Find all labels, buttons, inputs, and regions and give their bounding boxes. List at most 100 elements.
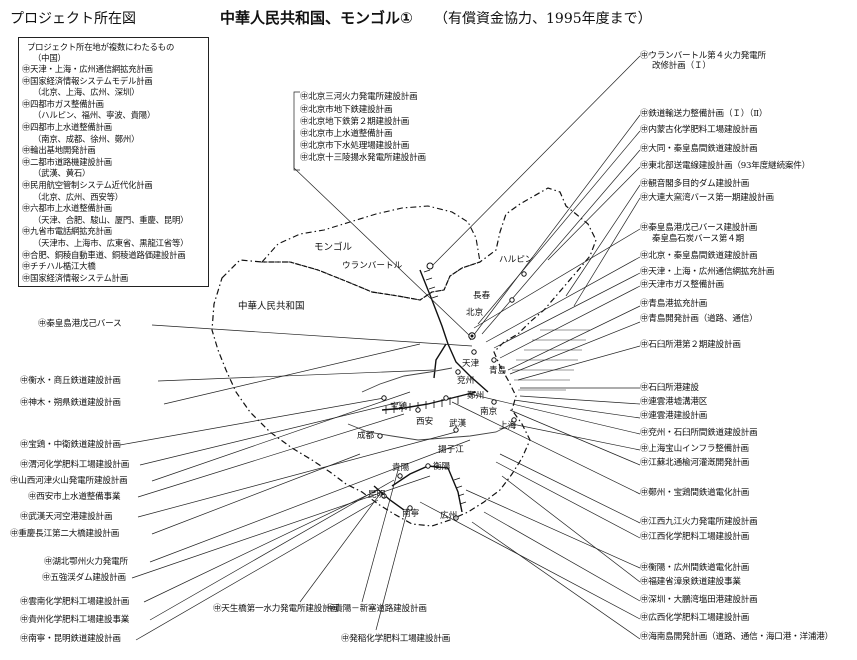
- city-baoji: 宝鶏: [390, 402, 408, 412]
- project-label-right: ㊥上海宝山インフラ整備計画: [640, 444, 749, 454]
- project-label-right: ㊥天津市ガス整備計画: [640, 280, 724, 290]
- legend-item: ㊥国家経済情報システムモデル計画: [22, 75, 153, 86]
- project-label-right: ㊥兗州・石臼所間鉄道建設計画: [640, 428, 758, 438]
- legend-item: ㊥二都市道路機建設計画: [22, 156, 112, 167]
- project-label-left: ㊥雲南化学肥料工場建設計画: [20, 597, 130, 607]
- project-label-right: ㊥連雲港墟溝港区: [640, 397, 708, 407]
- project-label-left: ㊥衡水・商丘鉄道建設計画: [20, 376, 121, 386]
- china-outline: [211, 187, 597, 527]
- project-label-right: ㊥鄭州・宝鶏間鉄道電化計画: [640, 488, 750, 498]
- project-label-right: ㊥江西化学肥料工場建設計画: [640, 532, 750, 542]
- legend-item: （ハルピン、福州、寧波、貴陽）: [33, 110, 156, 121]
- project-label-right: ㊥石臼所港建設: [640, 383, 699, 393]
- project-label-left: ㊥山西河津火山発電所建設計画: [10, 476, 128, 486]
- beijing-project-label: ㊥北京三河火力発電所建設計画: [300, 92, 418, 102]
- city-harbin: ハルピン: [499, 255, 534, 265]
- project-label-right: ㊥鉄道輸送力整備計画（Ｉ）（Ⅱ）: [640, 109, 768, 119]
- project-label-left: ㊥南寧・昆明鉄道建設計画: [20, 634, 121, 644]
- city-yanzhou: 兗州: [457, 376, 475, 386]
- project-label-right: ㊥天津・上海・広州通信網拡充計画: [640, 267, 775, 277]
- city-changchun: 長春: [473, 291, 491, 301]
- city-tianjin: 天津: [462, 359, 480, 369]
- project-label-right: ㊥東北部送電線建設計画（93年度継続案件）: [640, 161, 811, 171]
- project-label-left: ㊥五強渓ダム建設計画: [42, 573, 126, 583]
- project-label-bottom: ㊥発稲化学肥料工場建設計画: [341, 634, 451, 644]
- city-guiyang: 貴陽: [392, 463, 410, 473]
- project-label-left: ㊥湖北鄂州火力発電所: [44, 557, 128, 567]
- beijing-project-label: ㊥北京市地下鉄建設計画: [300, 105, 393, 115]
- legend-item: ㊥四都市上水道整備計画: [22, 122, 112, 132]
- legend-item: （武漢、黄石）: [33, 168, 91, 179]
- legend-item: ㊥チチハル楯江大橋: [22, 261, 96, 272]
- city-yangzijiang: 揚子江: [438, 445, 464, 455]
- project-label-right: ㊥青島港拡充計画: [640, 299, 708, 309]
- city-qingdao: 青島: [489, 366, 507, 376]
- project-label-left: ㊥神木・朔県鉄道建設計画: [20, 398, 121, 408]
- project-label-left: ㊥渭河化学肥料工場建設計画: [20, 460, 130, 470]
- page-label: プロジェクト所在図: [10, 11, 136, 27]
- page-subtitle: （有償資金協力、1995年度まで）: [434, 11, 652, 27]
- project-label-left: ㊥貴州化学肥料工場建設事業: [20, 615, 130, 625]
- mongolia-outline: [260, 205, 481, 301]
- legend-item: （北京、広州、西安等）: [33, 191, 123, 202]
- railways: [373, 269, 489, 513]
- beijing-project-label: ㊥北京地下鉄第２期建設計画: [300, 117, 410, 127]
- project-label-bottom: ㊥貴陽－新塞道路建設計画: [326, 604, 427, 614]
- project-label-right: ㊥青島開発計画（道路、通信）: [640, 314, 758, 324]
- page-title: 中華人民共和国、モンゴル①: [220, 9, 413, 27]
- project-label-bottom: ㊥天生橋第一水力発電所建設計画: [213, 604, 339, 614]
- beijing-group-bracket: [293, 91, 471, 337]
- city-beijing: 北京: [466, 308, 484, 318]
- project-label-right: ㊥福建省漳泉鉄道建設事業: [640, 577, 741, 587]
- project-label-right: ㊥秦皇島港戊己バース建設計画: [640, 223, 758, 233]
- legend-item: （北京、上海、広州、深圳）: [33, 87, 140, 98]
- legend-item: ㊥国家経済情報システム計画: [22, 272, 129, 283]
- legend-item: （天津、合肥、駿山、厦門、重慶、昆明）: [33, 214, 189, 225]
- coast-hatching: [512, 329, 590, 391]
- project-label-right: 秦皇島石炭バース第４期: [652, 234, 744, 244]
- project-label-right: ㊥ウランバートル第４火力発電所: [640, 51, 766, 61]
- city-guangzhou: 広州: [440, 511, 458, 521]
- beijing-project-label: ㊥北京市下水処理場建設計画: [300, 141, 410, 151]
- project-label-right: ㊥海南島開発計画（道路、通信・海口港・洋浦港）: [640, 632, 834, 642]
- project-label-right: ㊥大同・秦皇島間鉄道建設計画: [640, 144, 758, 154]
- legend-item: ㊥四都市ガス整備計画: [22, 98, 104, 109]
- legend-item: ㊥民用航空管制システム近代化計画: [22, 180, 153, 190]
- project-label-right: ㊥北京・秦皇島間鉄道建設計画: [640, 251, 758, 261]
- city-ulaanbaatar: ウランバートル: [342, 261, 403, 271]
- leader-lines-right: [419, 55, 641, 640]
- project-label-left: ㊥西安市上水道整備事業: [28, 492, 121, 502]
- leader-lines-bottom: [299, 469, 409, 631]
- legend-item: ㊥天津・上海・広州通信網拡充計画: [22, 64, 153, 74]
- project-label-left: ㊥重慶長江第二大橋建設計画: [10, 529, 120, 539]
- project-label-right: ㊥石臼所港第２期建設計画: [640, 340, 741, 350]
- legend-title: プロジェクト所在地が複数にわたるもの: [27, 42, 175, 52]
- multi-location-legend: プロジェクト所在地が複数にわたるもの （中国） ㊥天津・上海・広州通信網拡充計画…: [18, 37, 209, 287]
- project-label-right: ㊥広西化学肥料工場建設計画: [640, 613, 750, 623]
- project-label-left: ㊥宝鶏・中衛鉄道建設計画: [20, 440, 121, 450]
- legend-item: ㊥九省市電話網拡充計画: [22, 226, 112, 237]
- legend-item: ㊥輪出基地開発計画: [22, 145, 96, 156]
- region-mongolia: モンゴル: [314, 242, 353, 253]
- project-label-right: ㊥内蒙古化学肥料工場建設計画: [640, 125, 758, 135]
- project-label-right: 改修計画（Ｉ）: [652, 61, 711, 71]
- city-hengyang: 衡陽: [433, 462, 451, 472]
- beijing-project-label: ㊥北京市上水道整備計画: [300, 129, 393, 139]
- project-label-right: ㊥衡陽・広州間鉄道電化計画: [640, 563, 750, 573]
- city-xian: 西安: [416, 417, 434, 427]
- region-china: 中華人民共和国: [238, 301, 305, 312]
- beijing-project-label: ㊥北京十三陵揚水発電所建設計画: [300, 153, 426, 163]
- city-nanning: 南寧: [402, 509, 420, 519]
- legend-item: ㊥六都市上水道整備計画: [22, 203, 112, 214]
- project-label-right: ㊥深圳・大鵬湾塩田港建設計画: [640, 595, 758, 605]
- project-label-left: ㊥武漢天河空港建設計画: [20, 512, 113, 522]
- project-label-right: ㊥江蘇北通楡河灌漑開発計画: [640, 458, 750, 468]
- city-chengdu: 成都: [357, 431, 375, 441]
- legend-item: ㊥合肥、銅稜自動車道、銅稜道路価建設計画: [22, 249, 186, 260]
- legend-item: （南京、成都、徐州、鄭州）: [33, 133, 140, 144]
- legend-item: （天津市、上海市、広東省、黒龍江省等）: [33, 238, 189, 248]
- project-label-right: ㊥観音閣多目的ダム建設計画: [640, 179, 750, 189]
- project-label-right: ㊥大連大窯湾バース第一期建設計画: [640, 193, 774, 203]
